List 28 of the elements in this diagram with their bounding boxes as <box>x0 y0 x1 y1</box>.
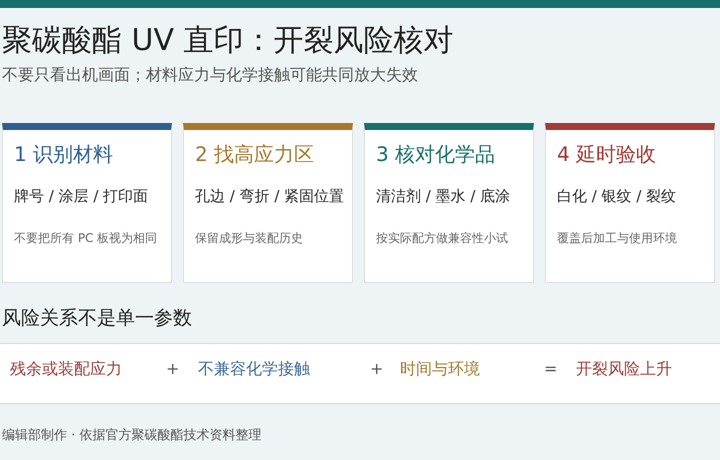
card-heading: 1 识别材料 <box>14 141 114 167</box>
formula-term: 残余或装配应力 <box>10 358 122 380</box>
keyword-list: 白化 / 银纹 / 裂纹 <box>557 185 676 207</box>
source-note: 编辑部制作 · 依据官方聚碳酸酯技术资料整理 <box>2 427 262 445</box>
step-card <box>2 123 172 283</box>
card-heading: 3 核对化学品 <box>376 141 496 167</box>
card-note: 保留成形与装配历史 <box>195 230 303 247</box>
formula-term: 不兼容化学接触 <box>198 358 310 380</box>
step-card <box>364 123 534 283</box>
keyword-list: 孔边 / 弯折 / 紧固位置 <box>195 185 344 207</box>
formula-term: 时间与环境 <box>400 358 480 380</box>
card-heading: 4 延时验收 <box>557 141 656 167</box>
card-note: 覆盖后加工与使用环境 <box>557 230 677 247</box>
keyword-list: 牌号 / 涂层 / 打印面 <box>14 185 148 207</box>
formula-band <box>0 343 720 404</box>
section-heading: 风险关系不是单一参数 <box>2 306 192 331</box>
plus-sign: + <box>370 358 384 380</box>
card-heading: 2 找高应力区 <box>195 141 314 167</box>
title: 聚碳酸酯 UV 直印：开裂风险核对 <box>2 22 454 60</box>
equals-sign: = <box>544 358 558 380</box>
step-card <box>545 123 715 283</box>
keyword-list: 清洁剂 / 墨水 / 底涂 <box>376 185 510 207</box>
subtitle: 不要只看出机画面；材料应力与化学接触可能共同放大失效 <box>2 64 418 86</box>
formula-term: 开裂风险上升 <box>576 358 672 380</box>
step-card <box>183 123 353 283</box>
card-note: 按实际配方做兼容性小试 <box>376 230 508 247</box>
card-note: 不要把所有 PC 板视为相同 <box>14 230 158 247</box>
plus-sign: + <box>166 358 180 380</box>
